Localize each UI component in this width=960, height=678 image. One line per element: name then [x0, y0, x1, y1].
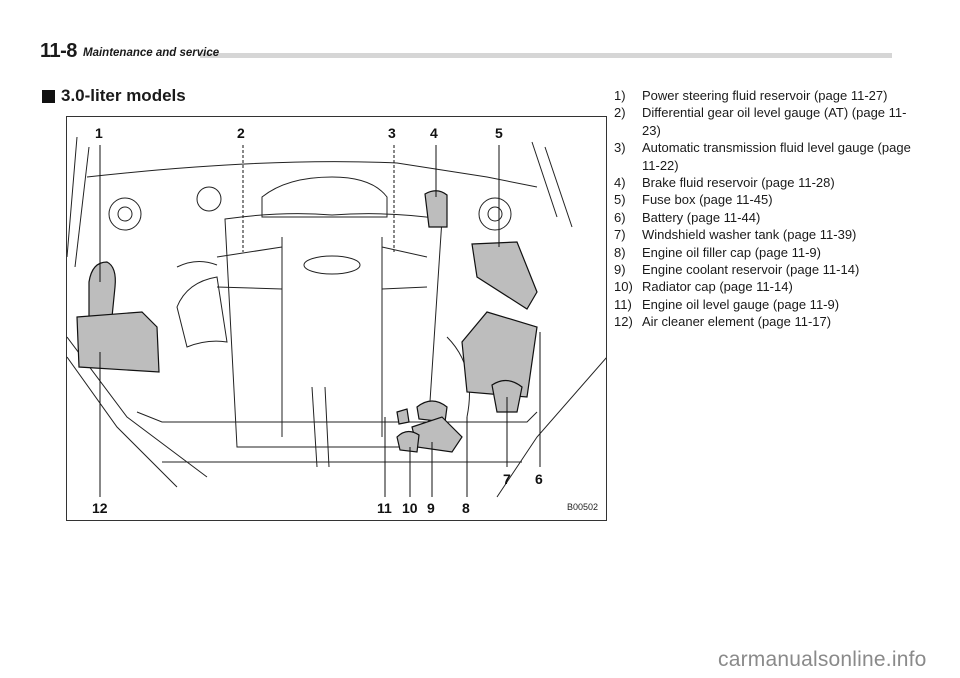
legend-item: 11) Engine oil level gauge (page 11-9) — [614, 296, 914, 313]
callout-7: 7 — [503, 471, 511, 487]
callout-1: 1 — [95, 125, 103, 141]
legend-text: Windshield washer tank (page 11-39) — [642, 227, 857, 243]
power-steering-reservoir — [88, 261, 116, 323]
legend-number: 12) — [614, 314, 633, 330]
air-cleaner-box — [76, 311, 160, 373]
right-strut-tower — [478, 197, 512, 231]
oil-level-gauge-handle — [396, 408, 410, 425]
square-bullet-icon — [42, 89, 55, 103]
subsection-title: 3.0-liter models — [61, 86, 186, 105]
page-number: 11-8 — [40, 40, 77, 62]
intake-hose — [176, 261, 218, 268]
callout-12: 12 — [92, 500, 108, 516]
fuse-box — [471, 241, 538, 310]
engine-logo — [303, 255, 361, 275]
legend-item: 12) Air cleaner element (page 11-17) — [614, 313, 914, 330]
right-fender-line-2 — [544, 146, 573, 228]
legend-text: Air cleaner element (page 11-17) — [642, 314, 832, 330]
engine-compartment-figure: 1 2 3 4 5 6 7 8 9 10 11 12 B00502 — [66, 116, 607, 521]
engine-cover-grooves — [216, 246, 428, 290]
subsection-heading: 3.0-liter models — [42, 86, 186, 106]
callout-5: 5 — [495, 125, 503, 141]
watermark[interactable]: carmanualsonline.info — [718, 648, 927, 671]
legend-number: 1) — [614, 88, 626, 103]
legend-item: 3) Automatic transmission fluid level gau… — [614, 139, 914, 174]
legend-item: 4) Brake fluid reservoir (page 11-28) — [614, 174, 914, 191]
component-legend: 1) Power steering fluid reservoir (page 1… — [614, 87, 914, 331]
callout-8: 8 — [462, 500, 470, 516]
left-lower-body-2 — [67, 356, 178, 488]
callout-4: 4 — [430, 125, 438, 141]
engine-cover — [224, 213, 443, 448]
legend-number: 10) — [614, 279, 633, 295]
right-strut-center — [487, 206, 503, 222]
legend-item: 1) Power steering fluid reservoir (page 1… — [614, 87, 914, 104]
legend-number: 11) — [614, 296, 632, 312]
intake-plenum — [261, 176, 388, 218]
legend-text: Battery (page 11-44) — [642, 209, 761, 225]
legend-number: 7) — [614, 227, 626, 243]
header-rule — [200, 53, 892, 58]
legend-text: Engine oil level gauge (page 11-9) — [642, 296, 840, 312]
brake-fluid-reservoir — [424, 190, 448, 228]
hood-latch-cable — [311, 386, 330, 468]
callout-9: 9 — [427, 500, 435, 516]
right-lower-body — [496, 357, 606, 498]
washer-tank-cap — [491, 379, 523, 413]
callout-2: 2 — [237, 125, 245, 141]
engine-cover-ribs — [281, 237, 383, 437]
legend-item: 10) Radiator cap (page 11-14) — [614, 278, 914, 295]
legend-item: 2) Differential gear oil level gauge (AT)… — [614, 104, 914, 139]
legend-text: Brake fluid reservoir (page 11-28) — [642, 175, 835, 191]
callout-10: 10 — [402, 500, 418, 516]
legend-item: 6) Battery (page 11-44) — [614, 209, 914, 226]
callout-11: 11 — [377, 500, 392, 516]
legend-item: 9) Engine coolant reservoir (page 11-14) — [614, 261, 914, 278]
legend-number: 2) — [614, 105, 626, 121]
left-fender-line-2 — [74, 146, 90, 268]
left-strut-tower — [108, 197, 142, 231]
legend-number: 3) — [614, 140, 626, 156]
cowl-line — [86, 161, 538, 188]
dipstick-handle-ring — [196, 186, 222, 212]
legend-text: Power steering fluid reservoir (page 11-… — [642, 88, 888, 103]
legend-text: Radiator cap (page 11-14) — [642, 279, 793, 295]
page-header: 11-8 Maintenance and service — [40, 40, 892, 64]
legend-number: 5) — [614, 192, 626, 208]
legend-number: 8) — [614, 244, 626, 260]
legend-text: Automatic transmission fluid level gauge… — [642, 140, 911, 173]
intake-duct — [176, 276, 228, 348]
legend-number: 6) — [614, 209, 626, 225]
legend-item: 7) Windshield washer tank (page 11-39) — [614, 226, 914, 243]
left-fender-line — [67, 136, 78, 258]
legend-item: 5) Fuse box (page 11-45) — [614, 191, 914, 208]
legend-text: Differential gear oil level gauge (AT) (… — [642, 105, 907, 138]
section-title: Maintenance and service — [83, 47, 220, 59]
legend-text: Engine oil filler cap (page 11-9) — [642, 244, 821, 260]
callout-6: 6 — [535, 471, 543, 487]
left-strut-center — [117, 206, 133, 222]
legend-item: 8) Engine oil filler cap (page 11-9) — [614, 244, 914, 261]
radiator-cap — [396, 430, 420, 453]
callout-3: 3 — [388, 125, 396, 141]
legend-text: Engine coolant reservoir (page 11-14) — [642, 262, 860, 278]
right-fender-line — [531, 141, 558, 218]
engine-compartment-illustration — [67, 136, 606, 498]
legend-number: 9) — [614, 262, 626, 278]
figure-code: B00502 — [566, 502, 598, 512]
legend-number: 4) — [614, 175, 626, 191]
radiator-support — [136, 411, 538, 423]
legend-text: Fuse box (page 11-45) — [642, 192, 773, 208]
